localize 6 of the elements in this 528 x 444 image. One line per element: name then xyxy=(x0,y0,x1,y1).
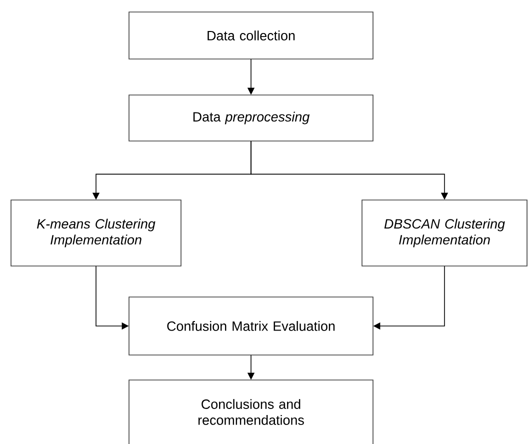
process-box: DBSCAN Clustering Implementation xyxy=(362,200,528,266)
process-box: Data preprocessing xyxy=(128,94,374,142)
process-box: Confusion Matrix Evaluation xyxy=(128,296,374,356)
process-box: Conclusions and recommendations xyxy=(128,380,374,444)
process-box: Data collection xyxy=(128,12,374,60)
process-box: K-means Clustering Implementation xyxy=(10,200,182,266)
